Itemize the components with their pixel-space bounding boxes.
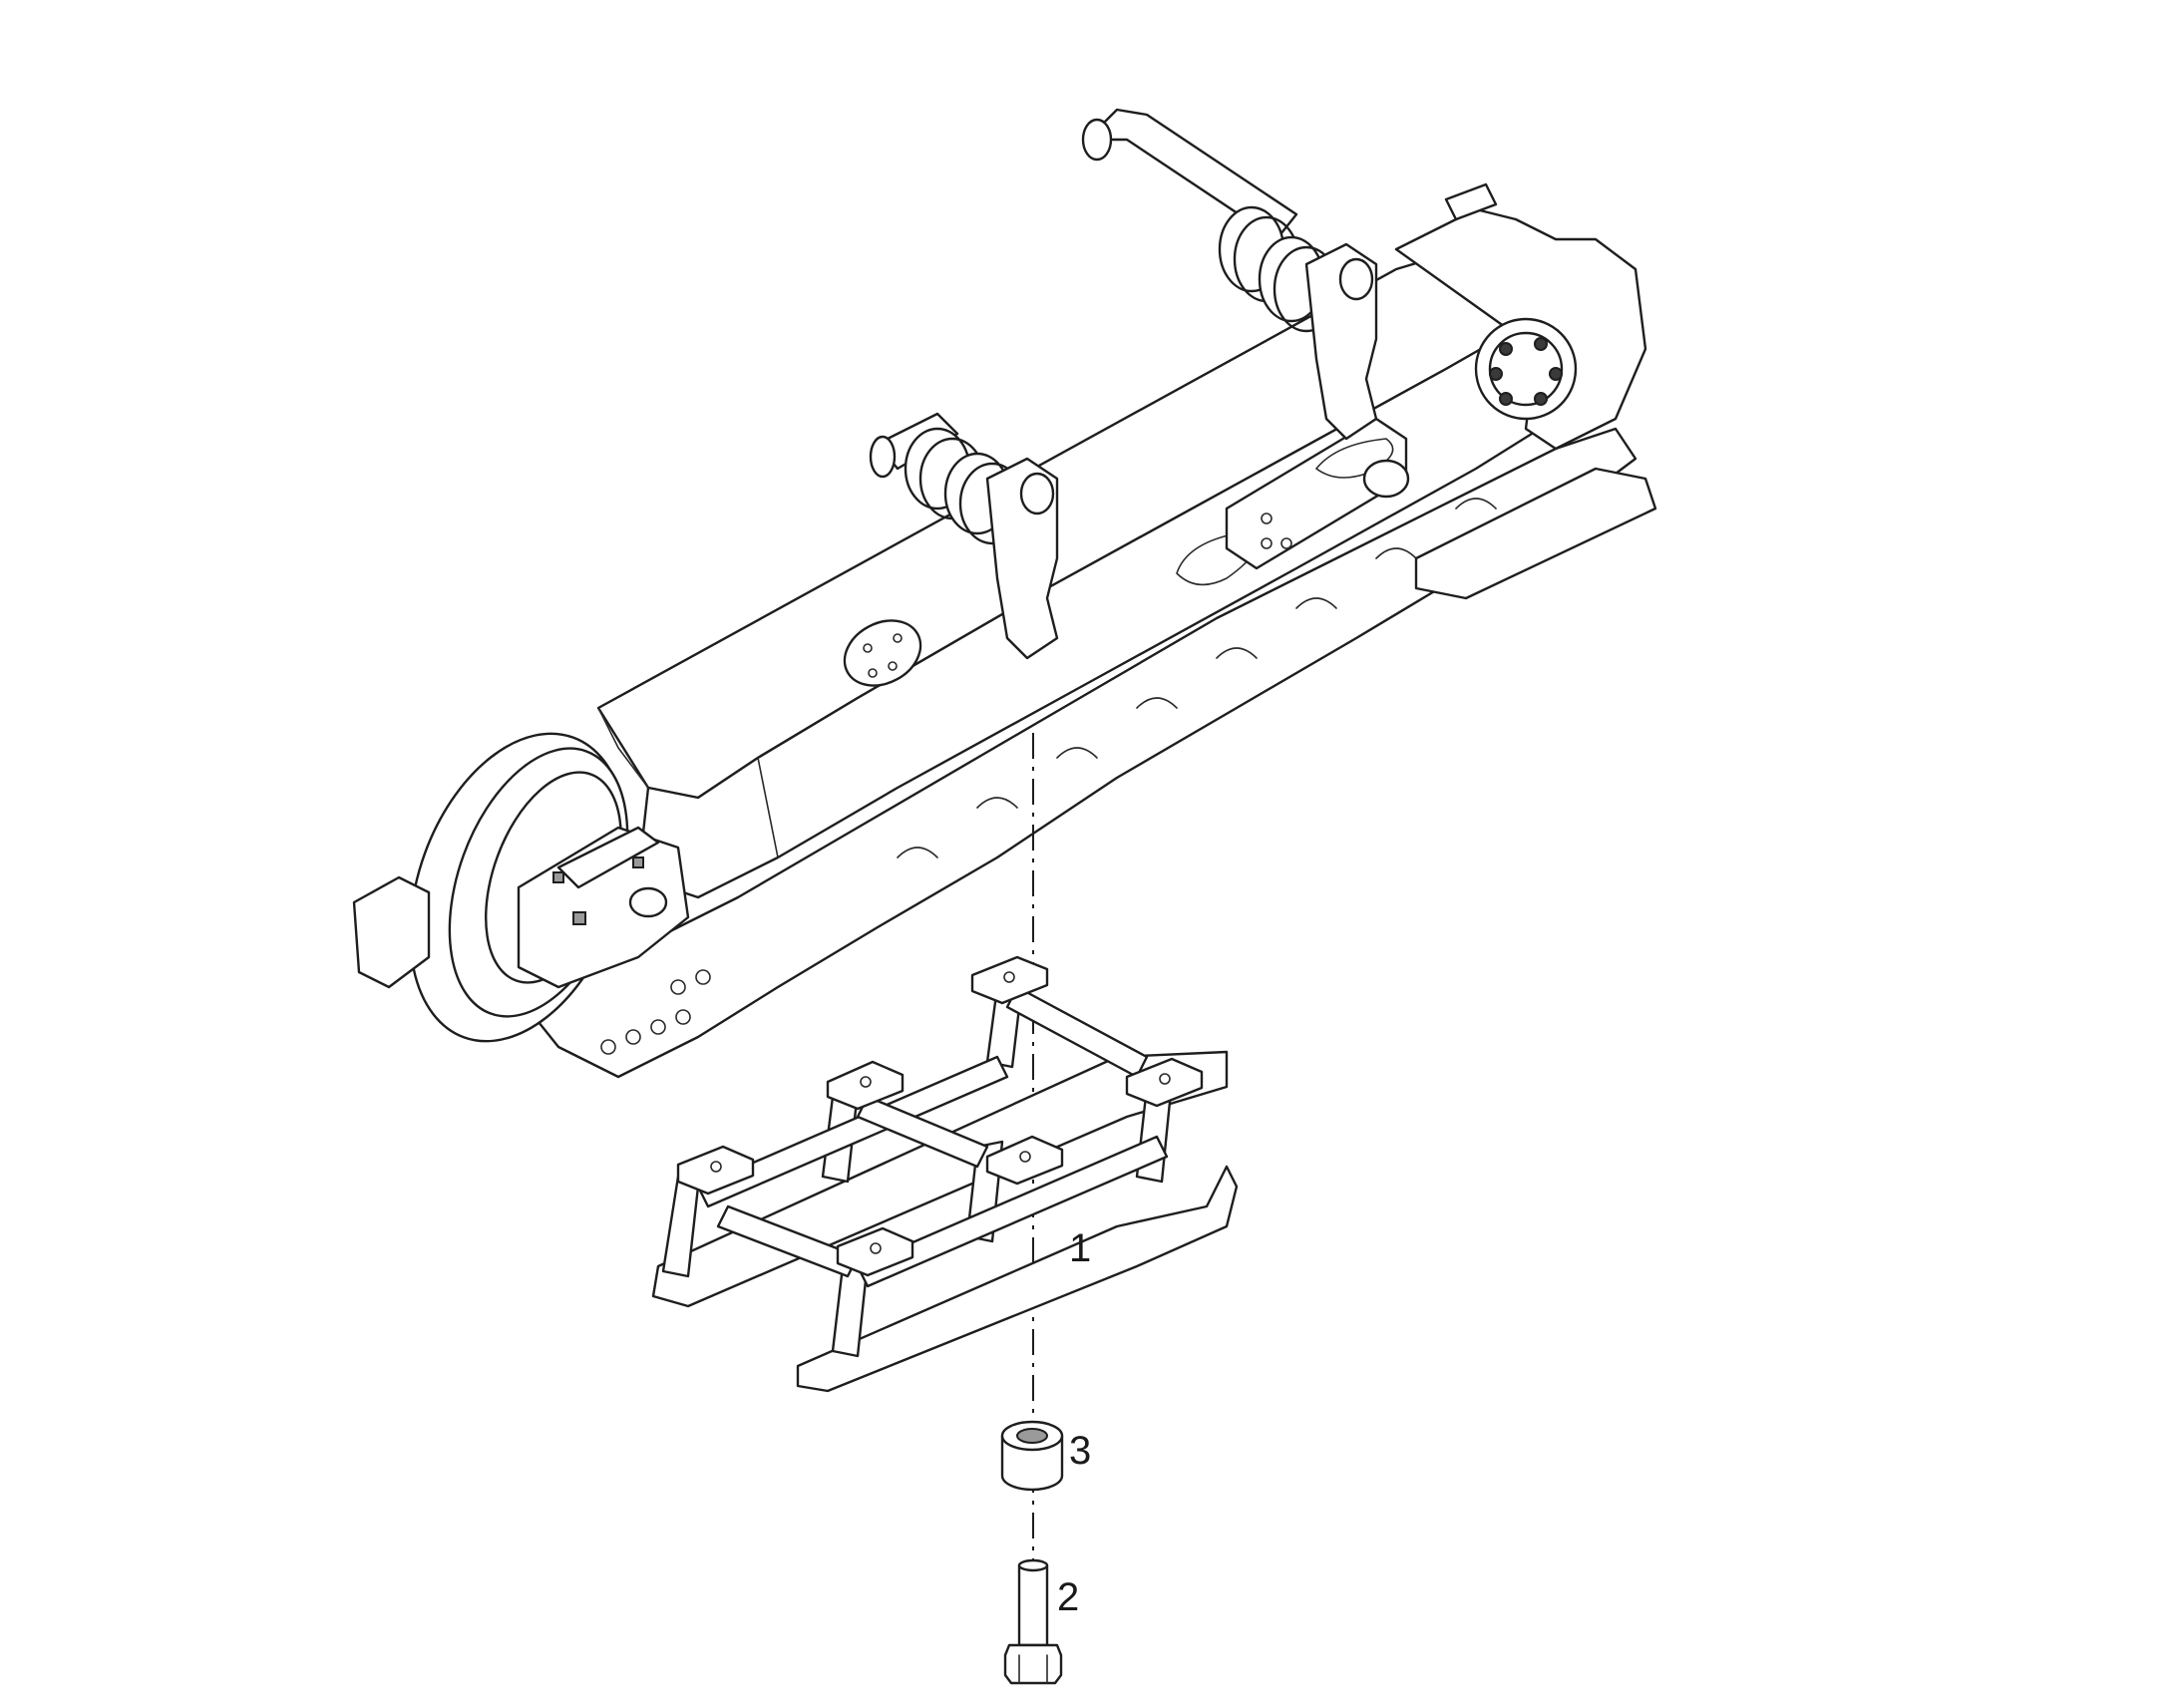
callout-label-2: 2: [1057, 1575, 1079, 1619]
callout-label-1: 1: [1069, 1226, 1091, 1270]
rear-guard: [1414, 467, 1657, 600]
guard-pads: [676, 955, 1204, 1277]
rear-carrier-roller: [1081, 108, 1378, 441]
bolt-part-2: [1003, 1558, 1063, 1685]
track-guard-part-1: [651, 955, 1239, 1393]
spacer-part-3: [1000, 1420, 1064, 1492]
track-frame-assembly: [352, 108, 1657, 1079]
front-idler: [409, 732, 711, 1055]
callout-label-3: 3: [1069, 1429, 1091, 1473]
front-block: [352, 875, 431, 989]
rear-drive-hub: [1394, 182, 1647, 451]
front-carrier-roller: [869, 412, 1059, 660]
